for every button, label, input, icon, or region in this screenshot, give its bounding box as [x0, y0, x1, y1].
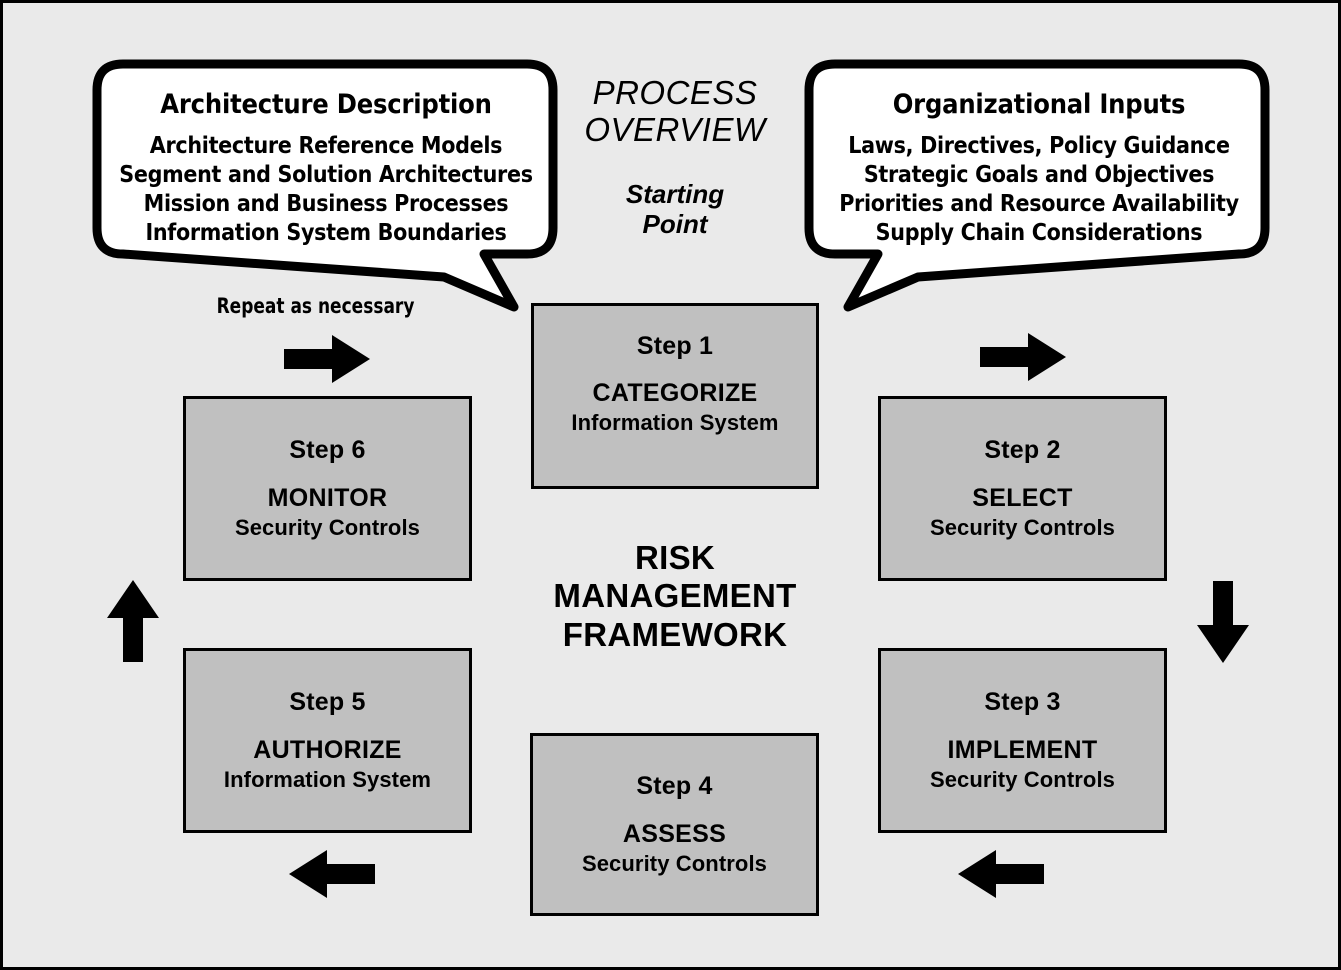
- step1-to-step2-arrow-icon: [980, 333, 1066, 381]
- step4-to-step5-arrow-icon: [289, 850, 375, 898]
- step3-action: IMPLEMENT: [947, 735, 1098, 764]
- step4-object: Security Controls: [581, 850, 768, 876]
- step1-action: CATEGORIZE: [592, 379, 758, 408]
- step1-object: Information System: [571, 410, 779, 436]
- repeat-as-necessary-label: Repeat as necessary: [216, 294, 415, 318]
- callout-right-text: Organizational Inputs Laws, Directives, …: [803, 56, 1273, 249]
- process-overview-title: PROCESS OVERVIEW: [584, 74, 766, 149]
- step4-action: ASSESS: [622, 819, 727, 848]
- step-box-categorize[interactable]: Step 1 CATEGORIZE Information System: [531, 303, 819, 489]
- repeat-loop-arrow-icon: [284, 335, 370, 383]
- callout-right-shape: [804, 59, 1270, 312]
- step5-object: Information System: [223, 766, 432, 792]
- step5-to-step6-arrow-icon: [107, 580, 159, 662]
- callout-left-text: Architecture Description Architecture Re…: [89, 56, 561, 249]
- step-box-implement[interactable]: Step 3 IMPLEMENT Security Controls: [878, 648, 1167, 833]
- starting-point-label: Starting Point: [625, 179, 725, 240]
- step3-to-step4-arrow-icon: [958, 850, 1044, 898]
- callout-left-lines: Architecture Reference Models Segment an…: [119, 132, 533, 247]
- step5-number: Step 5: [289, 688, 366, 717]
- step3-number: Step 3: [984, 688, 1061, 717]
- callout-right-lines: Laws, Directives, Policy Guidance Strate…: [839, 132, 1239, 247]
- callout-organizational-inputs: Organizational Inputs Laws, Directives, …: [803, 56, 1273, 319]
- callout-right-heading: Organizational Inputs: [892, 89, 1186, 120]
- risk-management-framework-title: RISK MANAGEMENT FRAMEWORK: [553, 539, 797, 653]
- step4-number: Step 4: [636, 772, 713, 801]
- step-box-authorize[interactable]: Step 5 AUTHORIZE Information System: [183, 648, 472, 833]
- step2-to-step3-arrow-icon: [1197, 581, 1249, 663]
- step1-number: Step 1: [636, 331, 714, 360]
- step-box-assess[interactable]: Step 4 ASSESS Security Controls: [530, 733, 819, 916]
- callout-architecture-description: Architecture Description Architecture Re…: [89, 56, 561, 319]
- step5-action: AUTHORIZE: [253, 735, 402, 764]
- callout-left-heading: Architecture Description: [160, 89, 492, 120]
- step6-number: Step 6: [289, 436, 366, 465]
- step2-object: Security Controls: [929, 514, 1116, 540]
- step6-action: MONITOR: [267, 483, 388, 512]
- step-box-monitor[interactable]: Step 6 MONITOR Security Controls: [183, 396, 472, 581]
- step-box-select[interactable]: Step 2 SELECT Security Controls: [878, 396, 1167, 581]
- callout-left-shape: [92, 59, 558, 312]
- step2-action: SELECT: [972, 483, 1073, 512]
- step3-object: Security Controls: [929, 766, 1116, 792]
- step2-number: Step 2: [984, 436, 1061, 465]
- step6-object: Security Controls: [234, 514, 421, 540]
